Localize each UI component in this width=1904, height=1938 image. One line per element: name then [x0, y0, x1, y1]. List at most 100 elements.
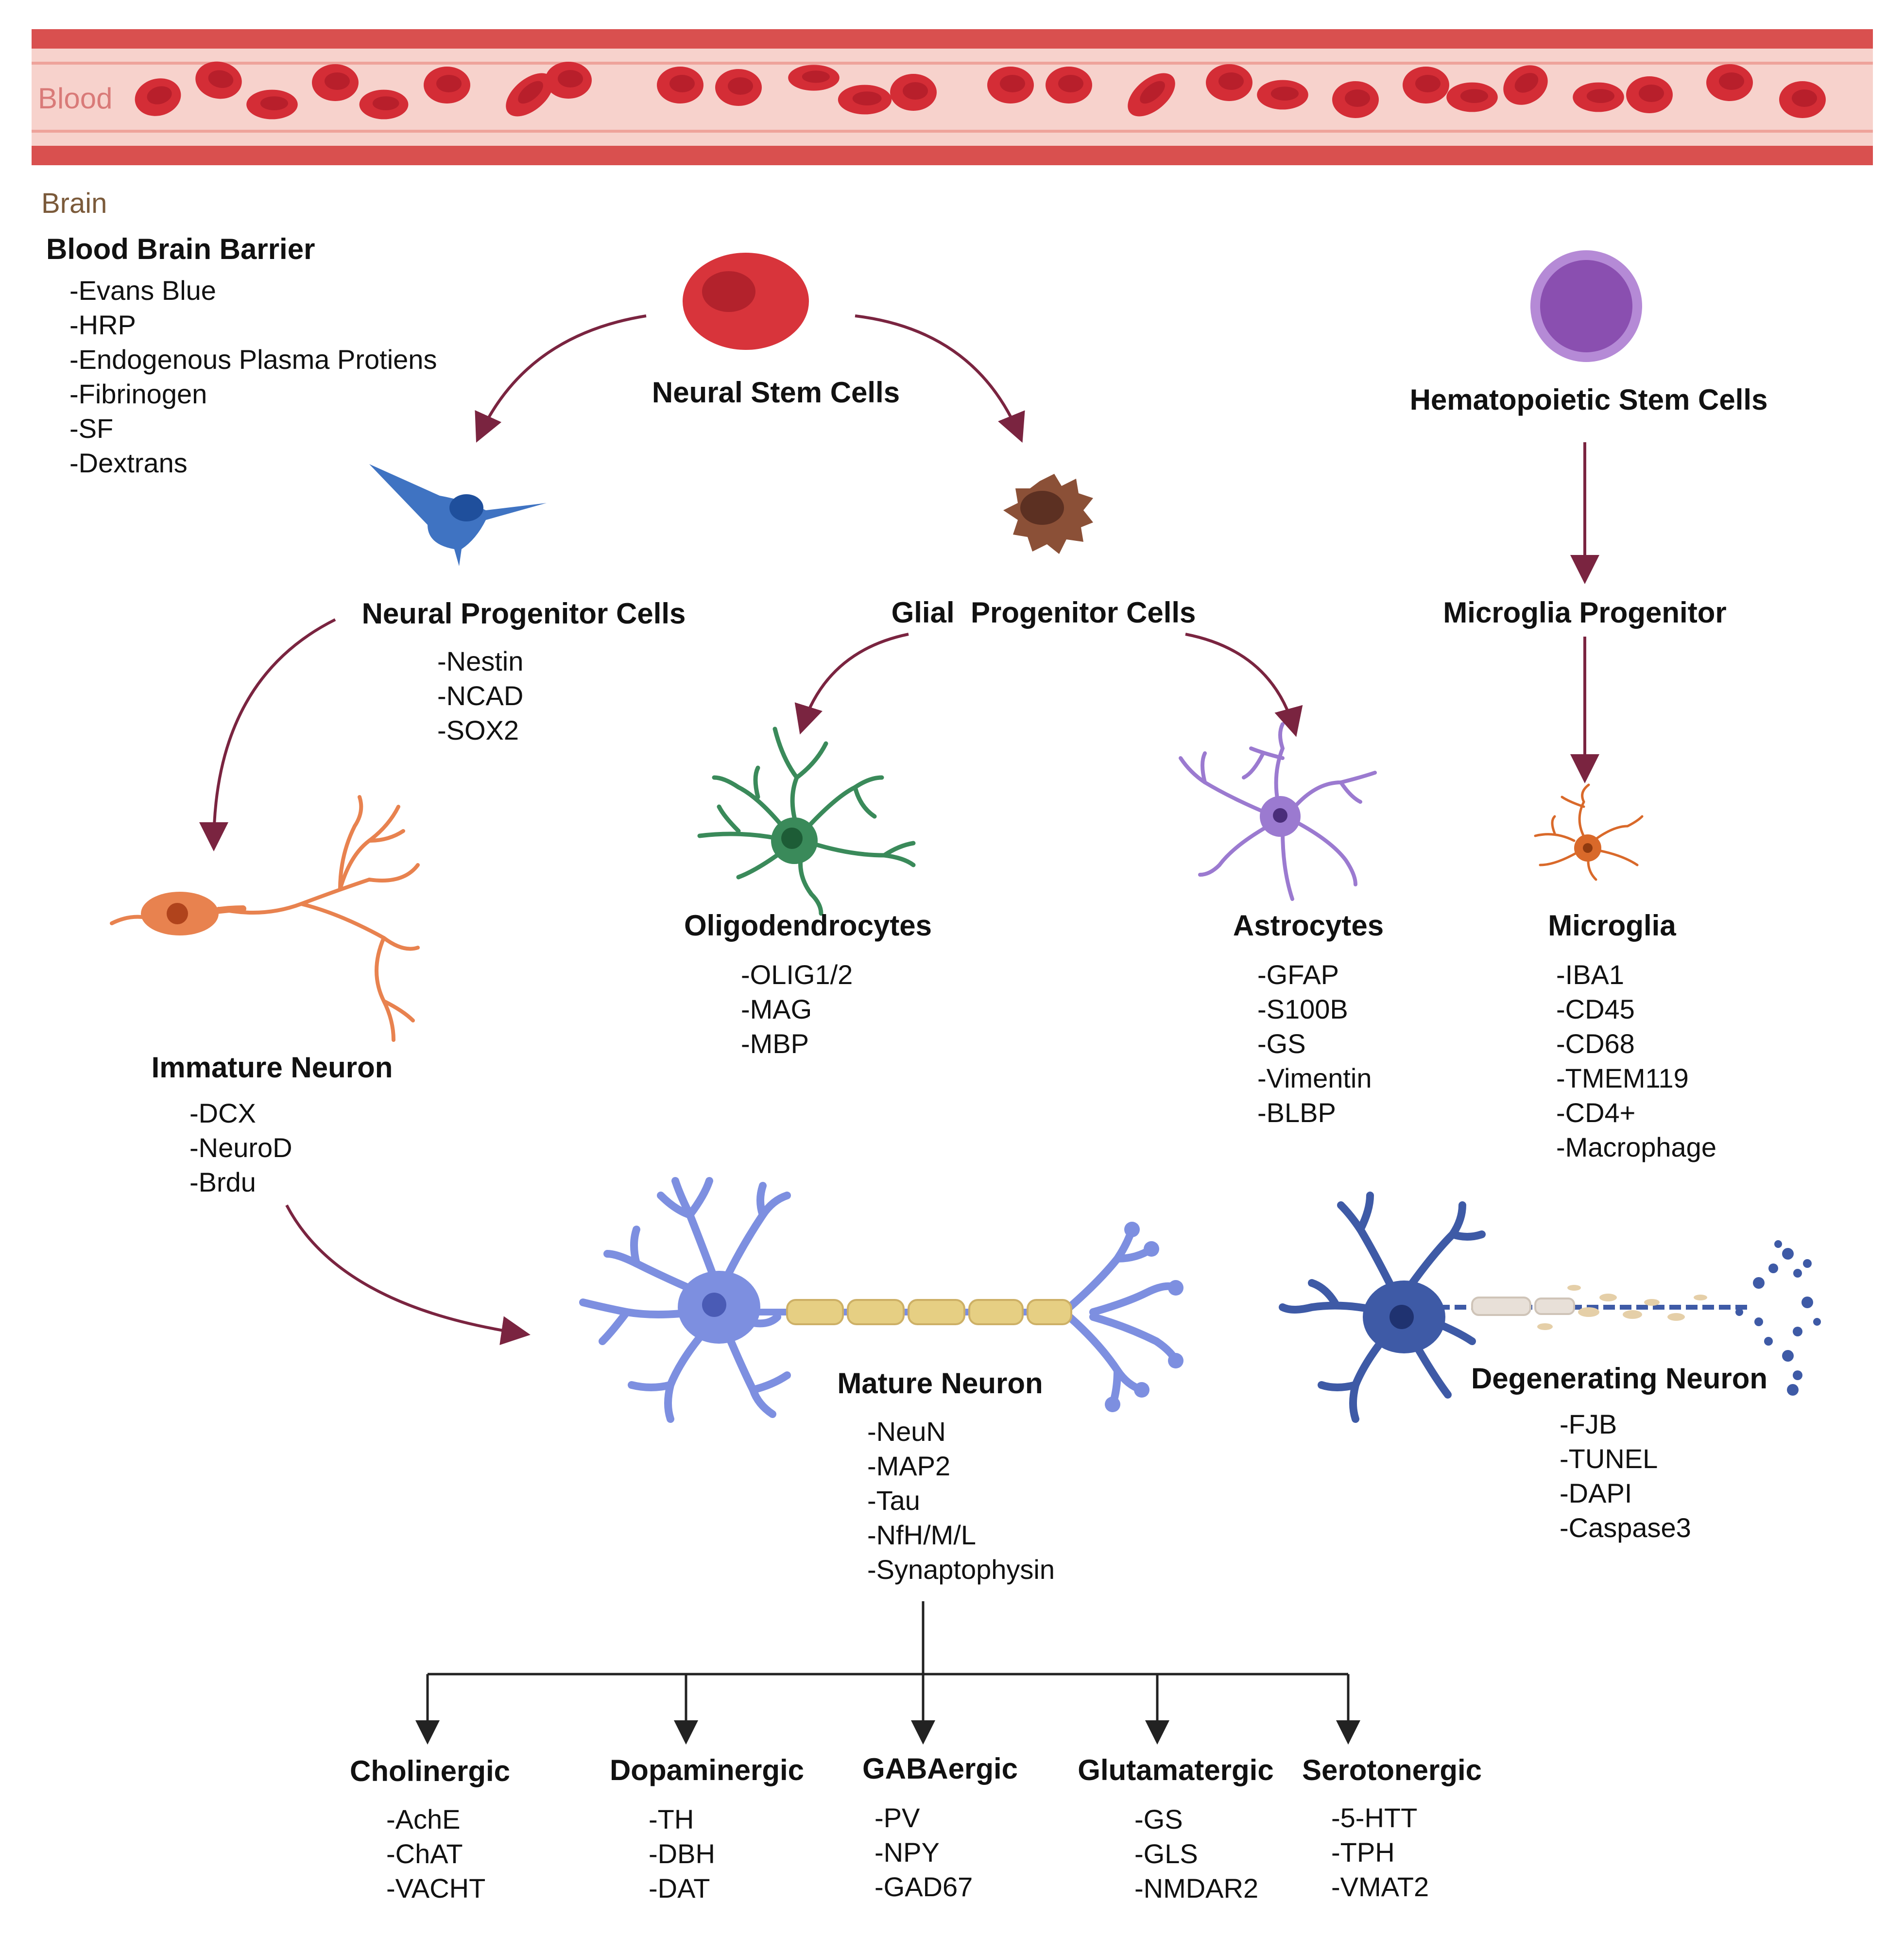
bbb-marker: -Endogenous Plasma Protiens: [69, 344, 437, 375]
arrow-nsc-to-gpc: [855, 314, 1025, 443]
hematopoietic-stem-cell-icon: [1530, 250, 1642, 362]
astro-marker: -S100B: [1257, 994, 1348, 1024]
glial-progenitor-icon: [1003, 474, 1093, 554]
mature-markers: -NeuN -MAP2 -Tau -NfH/M/L -Synaptophysin: [867, 1414, 1055, 1587]
subtype-marker: -VMAT2: [1331, 1871, 1429, 1902]
microglia-markers: -IBA1 -CD45 -CD68 -TMEM119 -CD4+ -Macrop…: [1556, 957, 1716, 1164]
hsc-title: Hematopoietic Stem Cells: [1409, 383, 1768, 416]
immature-markers: -DCX -NeuroD -Brdu: [189, 1096, 292, 1199]
degen-markers: -FJB -TUNEL -DAPI -Caspase3: [1560, 1407, 1691, 1545]
myelin-sheaths: [786, 1299, 1072, 1325]
bbb-marker: -Fibrinogen: [69, 379, 207, 409]
subtype-marker: -TH: [649, 1804, 694, 1834]
microglia-marker: -Macrophage: [1556, 1132, 1716, 1162]
astrocyte-icon: [1179, 722, 1377, 901]
bbb-marker: -HRP: [69, 310, 136, 340]
gpc-title: Glial Progenitor Cells: [891, 596, 1196, 629]
mature-neuron-icon: [579, 1177, 1184, 1423]
npc-marker: -Nestin: [437, 646, 524, 676]
subtype-dopaminergic-title: Dopaminergic: [609, 1754, 805, 1786]
bbb-marker: -Dextrans: [69, 448, 188, 478]
astro-marker: -BLBP: [1257, 1097, 1336, 1128]
mature-marker: -MAP2: [867, 1451, 951, 1481]
arrow-gpc-to-oligo: [794, 633, 909, 735]
immature-title: Immature Neuron: [151, 1051, 393, 1084]
immature-marker: -Brdu: [189, 1167, 256, 1197]
subtype-marker: -GS: [1134, 1804, 1183, 1834]
degen-title: Degenerating Neuron: [1471, 1362, 1768, 1395]
blood-vessel: [32, 29, 1873, 165]
npc-marker: -SOX2: [437, 715, 519, 745]
bbb-markers: -Evans Blue -HRP -Endogenous Plasma Prot…: [69, 273, 437, 480]
microglia-marker: -CD68: [1556, 1028, 1635, 1059]
astro-markers: -GFAP -S100B -GS -Vimentin -BLBP: [1257, 957, 1372, 1130]
neural-progenitor-icon: [369, 464, 547, 566]
bbb-title: Blood Brain Barrier: [46, 233, 315, 265]
arrow-immature-to-mature: [285, 1204, 531, 1345]
oligo-marker: -OLIG1/2: [741, 959, 853, 990]
npc-marker: -NCAD: [437, 680, 524, 711]
microglia-marker: -CD45: [1556, 994, 1635, 1024]
immature-neuron-icon: [110, 795, 420, 1042]
microglia-marker: -CD4+: [1556, 1097, 1636, 1128]
mature-marker: -NfH/M/L: [867, 1520, 976, 1550]
npc-markers: -Nestin -NCAD -SOX2: [437, 644, 523, 747]
subtype-marker: -AchE: [386, 1804, 461, 1834]
mature-marker: -Synaptophysin: [867, 1554, 1055, 1585]
arrow-nsc-to-npc: [475, 314, 647, 443]
degen-marker: -FJB: [1560, 1409, 1617, 1439]
subtype-marker: -5-HTT: [1331, 1802, 1418, 1833]
neural-stem-cell-icon: [683, 253, 809, 350]
mature-marker: -NeuN: [867, 1416, 946, 1447]
subtype-serotonergic-title: Serotonergic: [1302, 1754, 1482, 1786]
mature-marker: -Tau: [867, 1485, 920, 1516]
subtype-marker: -VACHT: [386, 1873, 486, 1903]
microglia-marker: -TMEM119: [1556, 1063, 1689, 1093]
subtype-marker: -NMDAR2: [1134, 1873, 1259, 1903]
oligo-markers: -OLIG1/2 -MAG -MBP: [741, 957, 853, 1061]
bbb-marker: -SF: [69, 413, 114, 444]
npc-title: Neural Progenitor Cells: [361, 597, 686, 630]
oligo-title: Oligodendrocytes: [684, 909, 932, 942]
subtype-marker: -ChAT: [386, 1838, 463, 1869]
astro-marker: -GFAP: [1257, 959, 1339, 990]
immature-marker: -DCX: [189, 1098, 256, 1128]
subtype-cholinergic-title: Cholinergic: [349, 1755, 511, 1787]
degen-marker: -Caspase3: [1560, 1512, 1691, 1543]
microglia-icon: [1534, 783, 1644, 881]
subtype-glutamatergic-title: Glutamatergic: [1078, 1754, 1274, 1786]
blood-label: Blood: [38, 82, 113, 115]
degenerating-neuron-icon: [1279, 1192, 1821, 1423]
brain-label: Brain: [41, 188, 107, 219]
subtype-marker: -PV: [875, 1802, 920, 1833]
oligo-marker: -MBP: [741, 1028, 809, 1059]
astro-marker: -GS: [1257, 1028, 1306, 1059]
subtype-marker: -GLS: [1134, 1838, 1198, 1869]
immature-marker: -NeuroD: [189, 1132, 292, 1163]
oligodendrocyte-icon: [697, 727, 916, 916]
microglia-title: Microglia: [1548, 909, 1676, 942]
degen-marker: -DAPI: [1560, 1478, 1632, 1508]
subtype-marker: -NPY: [875, 1837, 940, 1868]
subtype-gabaergic-markers: -PV -NPY -GAD67: [875, 1800, 973, 1904]
subtype-cholinergic-markers: -AchE -ChAT -VACHT: [386, 1802, 485, 1905]
microglia-marker: -IBA1: [1556, 959, 1625, 990]
subtype-marker: -DBH: [649, 1838, 715, 1869]
subtype-marker: -GAD67: [875, 1871, 973, 1902]
mpc-title: Microglia Progenitor: [1443, 596, 1727, 629]
bbb-marker: -Evans Blue: [69, 275, 216, 306]
subtype-gabaergic-title: GABAergic: [862, 1752, 1018, 1785]
subtype-marker: -TPH: [1331, 1837, 1395, 1868]
subtype-glutamatergic-markers: -GS -GLS -NMDAR2: [1134, 1802, 1258, 1905]
astro-marker: -Vimentin: [1257, 1063, 1372, 1093]
mature-title: Mature Neuron: [837, 1367, 1043, 1400]
lineage-arrows: [199, 314, 1599, 1345]
subtype-marker: -DAT: [649, 1873, 710, 1903]
subtype-dopaminergic-markers: -TH -DBH -DAT: [649, 1802, 715, 1905]
astro-title: Astrocytes: [1233, 909, 1384, 942]
subtype-serotonergic-markers: -5-HTT -TPH -VMAT2: [1331, 1800, 1429, 1904]
subtype-tree: [415, 1601, 1360, 1745]
nsc-title: Neural Stem Cells: [652, 376, 900, 409]
arrow-gpc-to-astro: [1185, 633, 1303, 737]
